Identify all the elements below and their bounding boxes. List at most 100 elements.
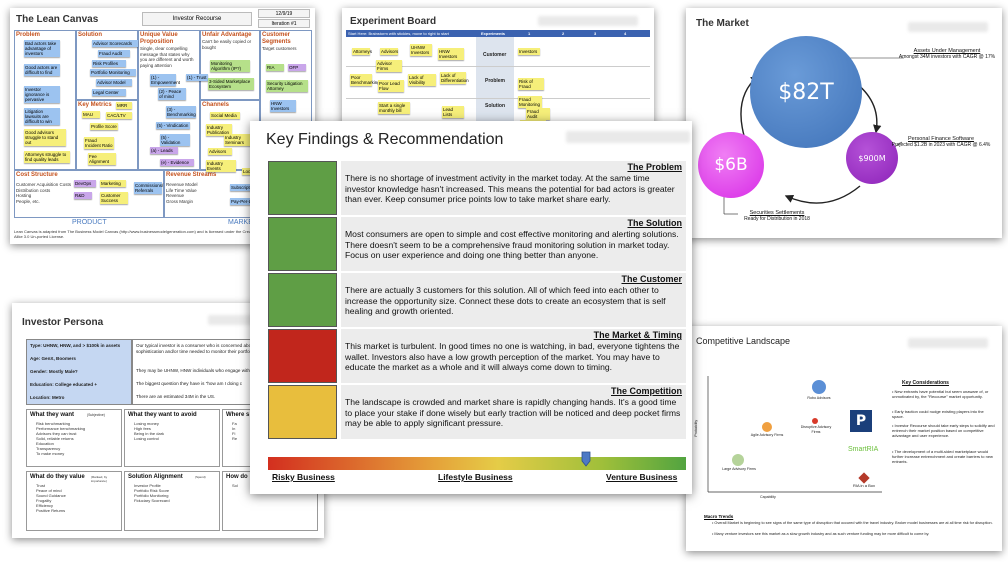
scale-marker[interactable] (581, 451, 591, 467)
sticky-note[interactable]: Fee Alignment (88, 153, 116, 165)
segments-heading: Customer Segments (262, 32, 291, 45)
sticky-note[interactable]: Investor ignorance is pervasive (24, 86, 60, 103)
macro-trends-title: Macro Trends (704, 514, 734, 519)
sticky-note[interactable]: 3-Sided Marketplace Ecosystem (208, 78, 254, 90)
alignment-note: (Spend) (195, 475, 206, 479)
sticky-note[interactable]: Portfolio Monitoring (90, 69, 136, 76)
sticky-note[interactable]: Good actors are difficult to find (24, 64, 60, 76)
consideration-item: • New entrants have potential but seem u… (892, 389, 989, 399)
sticky-note[interactable]: Advisor Model (96, 79, 132, 86)
board-header-bar (346, 30, 650, 37)
finding-row-problem: The Problem There is no shortage of inve… (268, 161, 686, 217)
sticky-note[interactable]: Industry Seminars (224, 134, 254, 146)
sticky-note[interactable]: Monitoring Algorithm (IP?) (210, 60, 250, 72)
finding-row-solution: The Solution Most consumers are open to … (268, 217, 686, 273)
sticky-note[interactable]: Risk Profiles (92, 60, 126, 67)
avoid-section: What they want to avoid Losing money Hig… (124, 409, 220, 467)
cost-structure-box (14, 170, 164, 218)
p-logo-icon: P (850, 410, 872, 432)
finding-row-customer: The Customer There are actually 3 custom… (268, 273, 686, 329)
sticky-note[interactable]: Security Litigation Attorney (266, 80, 308, 92)
cost-heading: Cost Structure (16, 172, 58, 178)
sticky-note[interactable]: RIA (266, 64, 284, 71)
blurred-logo (538, 16, 638, 26)
sticky-note[interactable]: (3) - Benchmarking (166, 106, 196, 118)
sticky-note[interactable]: (5) - Vindication (156, 122, 190, 129)
finding-heading: The Customer (621, 274, 682, 284)
sticky-note[interactable]: Investors (518, 48, 540, 55)
lean-canvas-title: The Lean Canvas (16, 14, 99, 25)
row-label-customer: Customer (483, 52, 507, 58)
segments-text: Target customers (262, 46, 297, 51)
sticky-note[interactable]: CAC/LTV (106, 112, 132, 119)
sticky-note[interactable]: (a) - Leads (150, 147, 178, 154)
sticky-note[interactable]: (e) - Evidence (160, 159, 194, 166)
sticky-note[interactable]: Legal Center (92, 89, 126, 96)
unfair-heading: Unfair Advantage (202, 32, 252, 38)
sticky-note[interactable]: Lead Lists (442, 106, 464, 118)
sticky-note[interactable]: (2) - Peace of mind (158, 88, 186, 100)
sticky-note[interactable]: HNW Investors (270, 100, 296, 112)
sticky-note[interactable]: Attorneys struggle to find quality leads (24, 151, 70, 163)
sticky-note[interactable]: Good advisors struggle to stand out (24, 129, 66, 146)
experiment-board-title: Experiment Board (350, 16, 437, 27)
landscape-axes (707, 376, 882, 493)
sticky-note[interactable]: R&D (74, 192, 92, 199)
sticky-note[interactable]: (1) - Trust (186, 74, 208, 81)
agile-firms-marker[interactable] (762, 422, 772, 432)
disruptive-firms-marker[interactable] (812, 418, 818, 424)
sticky-note[interactable]: Marketing (100, 180, 126, 187)
sticky-note[interactable]: MRR (116, 102, 132, 109)
sticky-note[interactable]: Risk of Fraud (518, 78, 544, 90)
sticky-note[interactable]: Advisors (208, 148, 232, 155)
sticky-note[interactable]: Social Media (210, 112, 240, 119)
scale-label-venture: Venture Business (606, 472, 678, 482)
sticky-note[interactable]: OFP (288, 64, 306, 71)
sticky-note[interactable]: MAU (82, 111, 100, 118)
sticky-note[interactable]: Advisor Scorecards (92, 40, 138, 47)
macro-trend-text: Many venture investors see this market a… (714, 532, 930, 536)
sticky-note[interactable]: Pay-Per-Lead (230, 198, 264, 205)
finding-status-swatch (268, 329, 337, 383)
sticky-note[interactable]: Industry Events (206, 160, 236, 172)
sticky-note[interactable]: Profile Score (90, 123, 118, 130)
sticky-note[interactable]: Fraud Incident Ratio (84, 137, 114, 149)
smartria-logo: SmartRIA (848, 446, 879, 453)
sticky-note[interactable]: Fraud Monitoring (518, 96, 542, 108)
sticky-note[interactable]: UHNW Investors (410, 44, 432, 56)
sticky-note[interactable]: Commissions/ Referrals (134, 182, 164, 194)
sticky-note[interactable]: Poor Benchmarking (350, 74, 380, 86)
sticky-note[interactable]: (1) - Empowerment (150, 74, 181, 86)
key-findings-slide[interactable]: Key Findings & Recommendation The Proble… (250, 121, 692, 494)
sticky-note[interactable]: Industry Publication (206, 124, 232, 136)
board-col-header: Experiments (481, 31, 506, 36)
robo-advisors-marker[interactable] (812, 380, 826, 394)
ss-note-title: Securities Settlements (749, 210, 805, 216)
sticky-note[interactable]: Advisor Firms (376, 60, 402, 72)
sticky-note[interactable]: Lack of Differentiation (440, 72, 469, 84)
sticky-note[interactable]: Fraud Audit (526, 108, 550, 120)
market-slide[interactable]: The Market $82T $6B $900M Assets Under M… (686, 8, 1002, 238)
sticky-note[interactable]: Customer Success (100, 192, 128, 204)
sticky-note[interactable]: Subscriptions (230, 184, 264, 191)
consideration-item: • Early traction could nudge existing pl… (892, 409, 984, 419)
sticky-note[interactable]: Lack of Visibility (408, 74, 436, 86)
sticky-note[interactable]: Litigation lawsuits are difficult to win (24, 108, 60, 125)
sticky-note[interactable]: Start a single monthly bill (378, 102, 410, 114)
sticky-note[interactable]: Advisors (380, 48, 399, 55)
player-label: Large Advisory Firms (722, 467, 756, 471)
large-firms-marker[interactable] (732, 454, 744, 466)
where-title: Where s (226, 412, 250, 418)
sticky-note[interactable]: Bad actors take advantage of investors (24, 40, 60, 57)
sticky-note[interactable]: (5) - Validation (160, 134, 190, 146)
sticky-note[interactable]: Attorneys (352, 48, 373, 55)
sticky-note[interactable]: HNW Investors (438, 48, 464, 60)
sticky-note[interactable]: DevOps (74, 180, 96, 187)
wants-item: Risk benchmarking (36, 421, 71, 426)
sticky-note[interactable]: Fraud Audit (98, 50, 130, 57)
persona-line: Age: GenX, Boomers (30, 356, 76, 361)
competitive-landscape-slide[interactable]: Competitive Landscape Probability Capabi… (686, 326, 1002, 551)
persona-line: Type: UHNW, HNW, and > $100k in assets (30, 343, 121, 348)
sticky-note[interactable]: Poor Lead Flow (378, 80, 404, 92)
values-note: (Ranked, by importance) (91, 475, 108, 483)
